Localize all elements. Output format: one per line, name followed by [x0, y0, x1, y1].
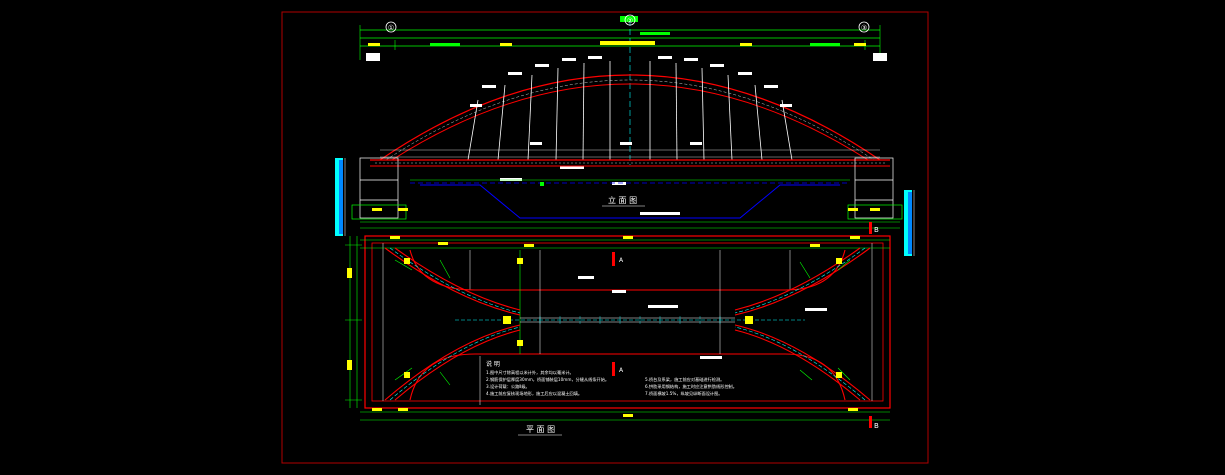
plan-left-dims [345, 236, 362, 408]
notes-line-2: 2.钢筋保护层厚度30mm，桥面铺装层10mm，分缝从线条开始。 [486, 376, 609, 383]
left-abutment [351, 157, 407, 220]
notes-block: 说 明 1.图中尺寸除高程以米计外，其余均以毫米计。 2.钢筋保护层厚度30mm… [479, 356, 737, 405]
section-mark-b-bottom: B [874, 422, 879, 430]
arch-rib-outer [379, 74, 881, 161]
plan-arch-centerlines [389, 247, 866, 401]
section-mark-a-bottom: A [619, 367, 624, 374]
notes-line-7: 7.桥面横坡1.5%，纵坡见纵断面设计图。 [645, 390, 722, 397]
section-mark-a-top-bar [612, 252, 615, 266]
notes-line-5: 5.桥台及系梁，施工前应对基础进行检测。 [645, 376, 724, 383]
hangers [467, 61, 793, 161]
elevation-scale-right [904, 190, 915, 256]
elevation-view: ① ② ③ [335, 14, 915, 256]
section-mark-a-bottom-bar [612, 362, 615, 376]
axis-marker-right [858, 21, 870, 33]
axis-marker-left [385, 21, 397, 33]
notes-heading: 说 明 [486, 360, 500, 368]
elevation-scale-left [335, 158, 346, 236]
notes-line-6: 6.拱肋采用钢结构，施工时应注意拱肋线形控制。 [645, 383, 737, 390]
notes-line-4: 4.施工前应复核现场地形，施工后应以混凝土回填。 [486, 390, 582, 397]
axis-marker-middle [624, 14, 636, 26]
plan-view-title: 平 面 图 [526, 425, 555, 434]
notes-line-3: 3.设计荷载：公路Ⅱ级。 [486, 383, 530, 390]
section-mark-a-top: A [619, 257, 624, 264]
notes-line-1: 1.图中尺寸除高程以米计外，其余均以毫米计。 [486, 369, 574, 376]
drawing-frame [281, 11, 929, 464]
plan-view: A A B B 说 明 1.图中尺寸除高程以米计外，其余均以毫米计。 2.钢筋保… [345, 222, 891, 436]
plan-arch-ribs [384, 247, 871, 401]
section-mark-b-top: B [874, 226, 879, 234]
axis-label-left: ① [388, 24, 394, 32]
axis-label-middle: ② [627, 17, 633, 25]
right-abutment [847, 157, 903, 220]
riverbed-profile [420, 184, 840, 219]
arch-rib-inner [391, 83, 869, 161]
elevation-view-title: 立 面 图 [608, 195, 637, 205]
axis-label-right: ③ [861, 24, 867, 32]
